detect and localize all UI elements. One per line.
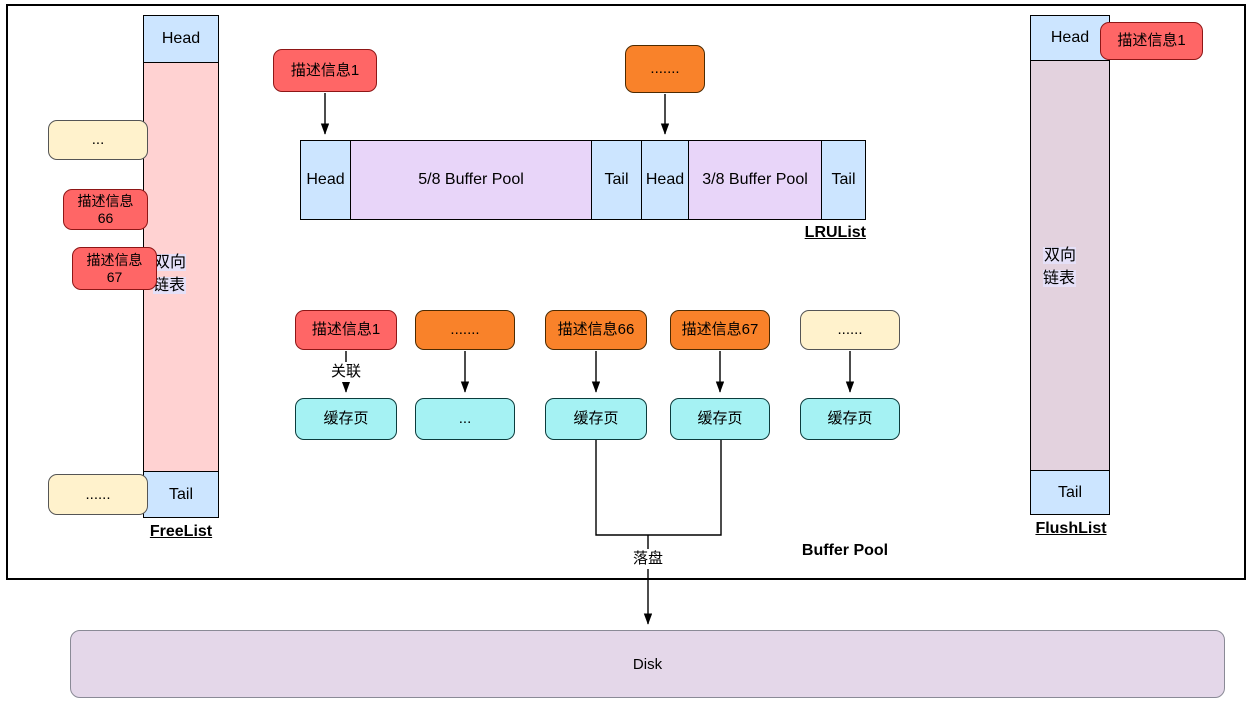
lru-head-cell-2: Head	[641, 141, 688, 219]
freelist-column: Head 双向 链表 Tail	[143, 15, 219, 518]
buffer-pool-frame	[6, 4, 1246, 580]
freelist-label: FreeList	[149, 523, 213, 540]
freelist-body: 双向 链表	[144, 63, 218, 471]
descriptor-box-1: 描述信息1	[295, 310, 397, 350]
lru-pointer-ellipsis: .......	[625, 45, 705, 93]
buffer-pool-title: Buffer Pool	[801, 542, 889, 559]
freelist-descriptor-66: 描述信息 66	[63, 189, 148, 230]
flushlist-pointer-descriptor-1: 描述信息1	[1100, 22, 1203, 60]
flushlist-tail-cell: Tail	[1031, 470, 1109, 514]
freelist-item-ellipsis-top: ...	[48, 120, 148, 160]
cache-page-box-67: 缓存页	[670, 398, 770, 440]
lrulist-bar: Head 5/8 Buffer Pool Tail Head 3/8 Buffe…	[300, 140, 866, 220]
disk-box: Disk	[70, 630, 1225, 698]
lrulist-label: LRUList	[804, 224, 866, 241]
lru-head-cell-1: Head	[301, 141, 350, 219]
flushlist-doubly-linked-note: 双向 链表	[1043, 244, 1077, 290]
descriptor-box-66: 描述信息66	[545, 310, 647, 350]
flushlist-body: 双向 链表	[1031, 61, 1109, 470]
flushlist-label: FlushList	[1035, 520, 1107, 537]
lru-young-region: 5/8 Buffer Pool	[350, 141, 591, 219]
flushlist-column: Head 双向 链表 Tail	[1030, 15, 1110, 515]
freelist-descriptor-67: 描述信息 67	[72, 247, 157, 290]
flushlist-head-cell: Head	[1031, 16, 1109, 61]
freelist-item-ellipsis-bottom: ......	[48, 474, 148, 515]
descriptor-box-ellipsis: .......	[415, 310, 515, 350]
cache-page-box-5: 缓存页	[800, 398, 900, 440]
freelist-doubly-linked-note: 双向 链表	[153, 251, 187, 297]
cache-page-box-66: 缓存页	[545, 398, 647, 440]
lru-old-region: 3/8 Buffer Pool	[688, 141, 821, 219]
lru-tail-cell-1: Tail	[591, 141, 641, 219]
descriptor-box-67: 描述信息67	[670, 310, 770, 350]
freelist-tail-cell: Tail	[144, 471, 218, 517]
cache-page-box-1: 缓存页	[295, 398, 397, 440]
flushlist-doubly-linked-note-text: 双向 链表	[1043, 247, 1077, 288]
freelist-doubly-linked-note-text: 双向 链表	[153, 254, 187, 295]
association-arrow-label: 关联	[322, 362, 370, 382]
descriptor-box-ellipsis-2: ......	[800, 310, 900, 350]
lru-tail-cell-2: Tail	[821, 141, 865, 219]
freelist-head-cell: Head	[144, 16, 218, 63]
lru-pointer-descriptor-1: 描述信息1	[273, 49, 377, 92]
flush-to-disk-label: 落盘	[624, 549, 672, 569]
cache-page-box-ellipsis: ...	[415, 398, 515, 440]
